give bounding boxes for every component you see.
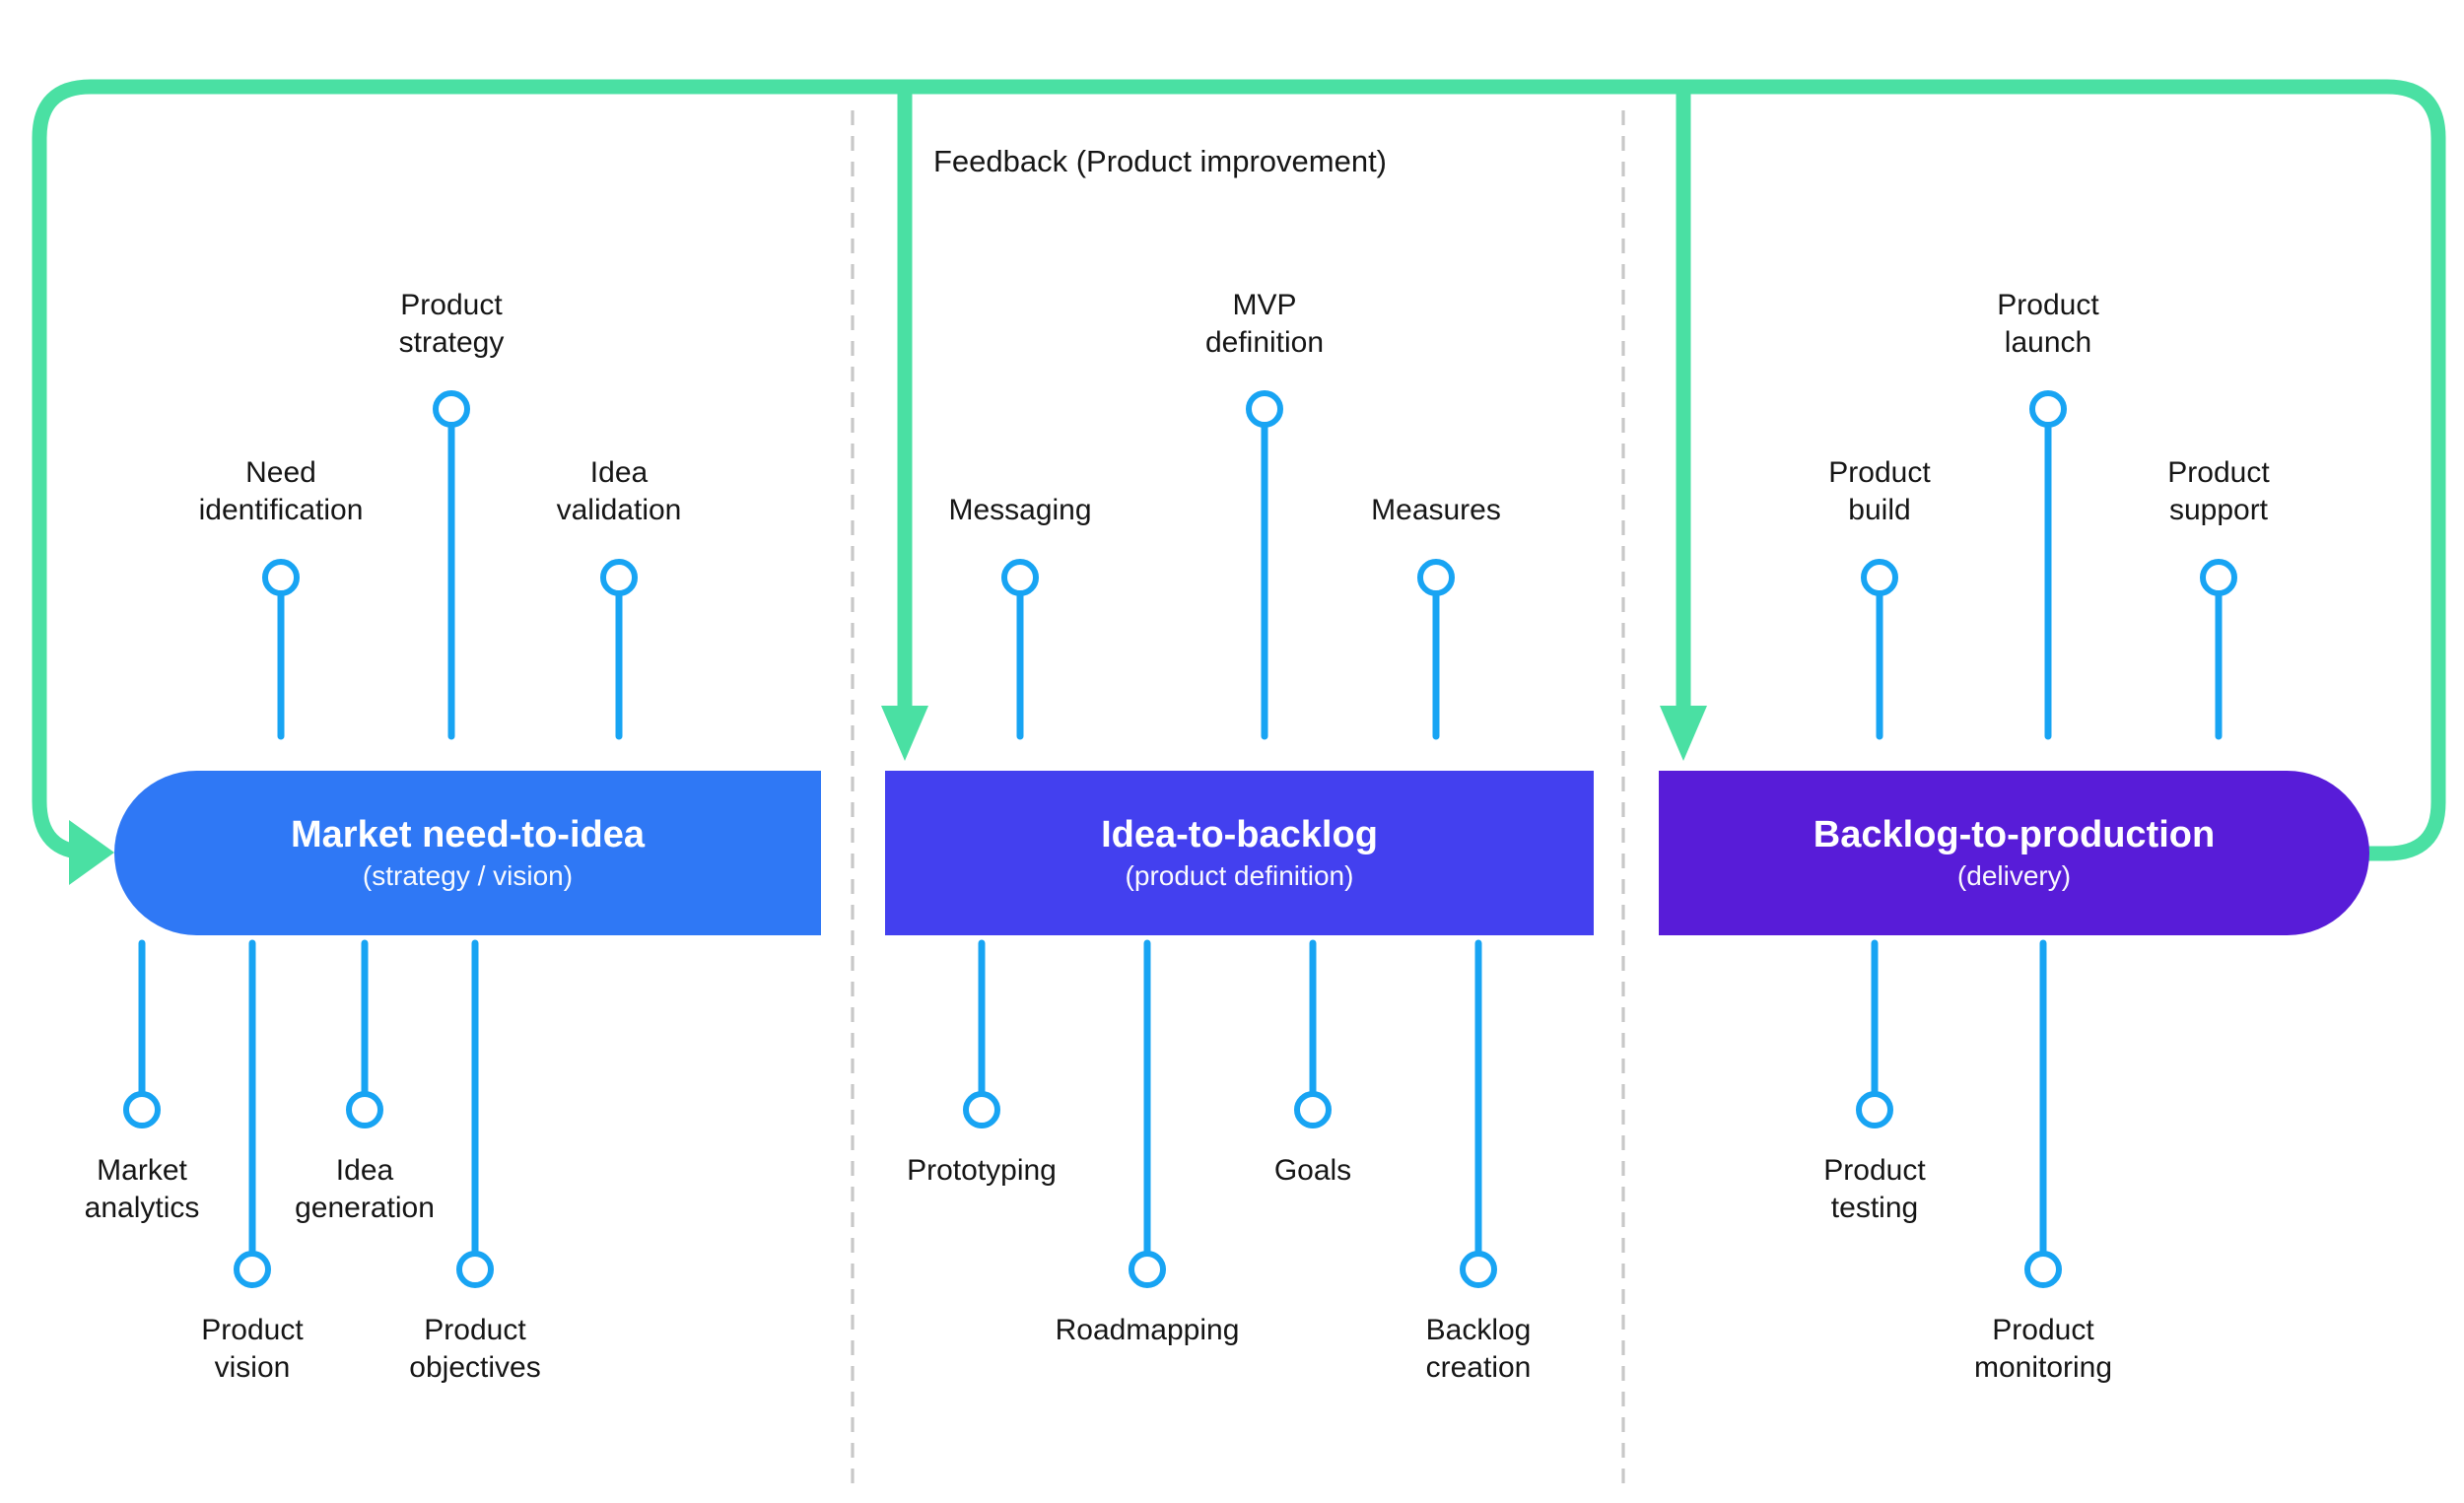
pin-circle-measures (1417, 559, 1455, 596)
pin-circle-messaging (1001, 559, 1039, 596)
phase-subtitle: (strategy / vision) (362, 860, 574, 891)
feedback-drop-arrowhead-2 (1660, 706, 1707, 761)
pin-circle-product-objectives (456, 1251, 494, 1288)
pin-label-product-launch: Product launch (1997, 289, 2099, 359)
pin-label-measures: Measures (1371, 494, 1501, 526)
pin-label-product-monitoring: Product monitoring (1973, 1314, 2113, 1384)
pin-circle-backlog-creation (1460, 1251, 1497, 1288)
pin-label-product-objectives: Product objectives (409, 1314, 541, 1384)
pin-circle-prototyping (963, 1091, 1000, 1128)
pin-label-messaging: Messaging (948, 494, 1092, 526)
pin-label-prototyping: Prototyping (907, 1154, 1057, 1187)
pin-circle-product-vision (234, 1251, 271, 1288)
pin-label-product-vision: Product vision (201, 1314, 304, 1384)
pin-circle-idea-validation (600, 559, 638, 596)
pin-label-product-strategy: Product strategy (398, 289, 505, 359)
pin-circle-product-testing (1856, 1091, 1893, 1128)
feedback-drop-arrowhead-1 (881, 706, 928, 761)
feedback-arrowhead-left (69, 820, 114, 885)
pin-label-roadmapping: Roadmapping (1055, 1314, 1240, 1346)
pin-label-product-support: Product support (2167, 456, 2270, 526)
pin-circle-product-build (1861, 559, 1898, 596)
phase-title: Market need-to-idea (291, 814, 645, 855)
pin-circle-roadmapping (1129, 1251, 1166, 1288)
pin-circle-mvp-definition (1246, 390, 1283, 428)
pin-label-product-testing: Product testing (1823, 1154, 1926, 1224)
pin-circle-product-strategy (433, 390, 470, 428)
pin-circle-product-monitoring (2024, 1251, 2062, 1288)
phase-bar-market-need-to-idea: Market need-to-idea (strategy / vision) (114, 771, 821, 935)
pin-circle-goals (1294, 1091, 1332, 1128)
phase-subtitle: (delivery) (1956, 860, 2072, 891)
pin-circle-market-analytics (123, 1091, 161, 1128)
pin-circle-idea-generation (346, 1091, 383, 1128)
pin-circle-need-identification (262, 559, 300, 596)
pin-label-idea-generation: Idea generation (295, 1154, 435, 1224)
pin-circle-product-support (2200, 559, 2237, 596)
phase-title: Idea-to-backlog (1101, 814, 1378, 855)
phase-title: Backlog-to-production (1813, 814, 2216, 855)
phase-bar-backlog-to-production: Backlog-to-production (delivery) (1659, 771, 2369, 935)
pin-label-goals: Goals (1273, 1154, 1352, 1187)
pin-label-product-build: Product build (1828, 456, 1931, 526)
phase-subtitle: (product definition) (1125, 860, 1354, 891)
feedback-loop-path (32, 79, 2446, 861)
phase-bar-idea-to-backlog: Idea-to-backlog (product definition) (885, 771, 1594, 935)
pin-label-idea-validation: Idea validation (556, 456, 682, 526)
pin-label-mvp-definition: MVP definition (1204, 289, 1325, 359)
pin-circle-product-launch (2029, 390, 2067, 428)
pin-label-need-identification: Need identification (198, 456, 364, 526)
pin-label-backlog-creation: Backlog creation (1425, 1314, 1532, 1384)
pin-label-market-analytics: Market analytics (84, 1154, 200, 1224)
feedback-loop-label: Feedback (Product improvement) (932, 144, 1388, 178)
